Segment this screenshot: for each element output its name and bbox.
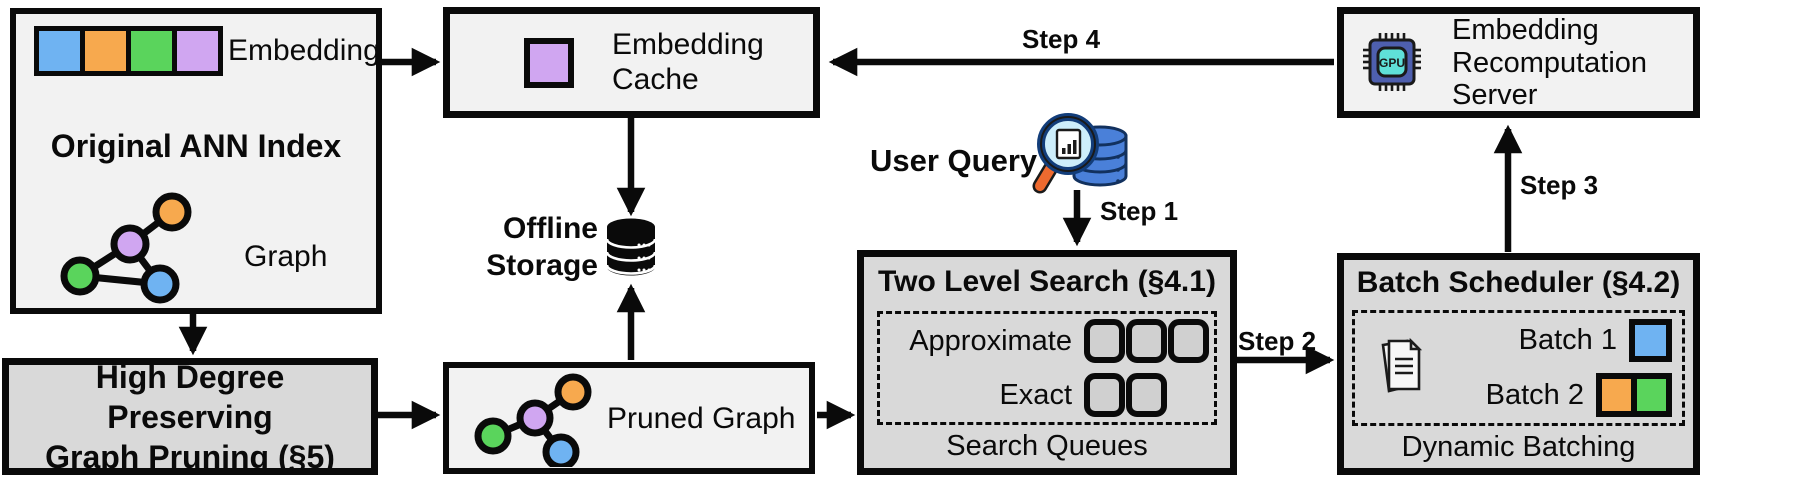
search-queues-caption: Search Queues (946, 430, 1148, 462)
step-4-label: Step 4 (1022, 24, 1101, 54)
queue-slot (1084, 373, 1125, 417)
graph-pruning-title-line1: High Degree Preserving (95, 358, 285, 435)
queue-slot (1126, 319, 1167, 363)
cached-embedding-icon (524, 38, 574, 88)
query-magnifier-icon (1032, 113, 1128, 194)
original-ann-index-box: Embedding Original ANN Index Graph (10, 8, 382, 314)
search-queues-panel: Approximate Exact (877, 311, 1217, 425)
queue-slot (1168, 319, 1209, 363)
batch2-label: Batch 2 (1485, 378, 1584, 411)
two-level-search-title: Two Level Search (§4.1) (878, 265, 1216, 298)
batch-scheduler-box: Batch Scheduler (§4.2) Batch 1 (1337, 253, 1700, 475)
exact-queue-slots (1084, 373, 1214, 417)
batch-scheduler-title: Batch Scheduler (§4.2) (1356, 266, 1681, 299)
graph-pruning-title-line2: Graph Pruning (§5) (45, 438, 335, 475)
embedding-cache-label-line2: Cache (612, 63, 699, 96)
approximate-queue-slots (1084, 319, 1214, 363)
pruned-graph-icon (474, 373, 592, 467)
two-level-search-box: Two Level Search (§4.1) Approximate Exac… (857, 250, 1237, 475)
graph-label: Graph (244, 240, 328, 273)
step-2-label: Step 2 (1238, 326, 1317, 356)
original-ann-index-title: Original ANN Index (50, 128, 342, 164)
user-query-label: User Query (870, 143, 1038, 178)
queue-slot (1084, 319, 1125, 363)
dynamic-batching-caption: Dynamic Batching (1401, 431, 1636, 463)
embedding-cache-box: Embedding Cache (443, 7, 820, 118)
batch1-blue-square (1629, 318, 1672, 362)
batch2-green-square (1631, 373, 1672, 418)
embedding-cell-green (126, 31, 172, 71)
graph-pruning-box: High Degree Preserving Graph Pruning (§5… (2, 358, 378, 475)
embedding-cell-orange (80, 31, 126, 71)
server-label-line2: Recomputation (1452, 46, 1648, 79)
graph-icon (60, 192, 192, 304)
documents-icon (1381, 337, 1423, 393)
recomputation-server-box: GPU Embedding Recomputation Server (1337, 7, 1700, 118)
batch1-label: Batch 1 (1518, 323, 1617, 356)
exact-queue-label: Exact (999, 378, 1072, 411)
approximate-queue-label: Approximate (909, 324, 1072, 357)
gpu-chip-label: GPU (1379, 56, 1405, 70)
embedding-vector-icon (34, 26, 223, 76)
server-label-line1: Embedding (1452, 14, 1599, 46)
step-1-label: Step 1 (1100, 196, 1179, 226)
pruned-graph-label: Pruned Graph (607, 402, 796, 435)
database-storage-icon (605, 218, 657, 276)
step-3-label: Step 3 (1520, 170, 1599, 200)
embedding-cell-purple (172, 31, 218, 71)
server-label-line3: Server (1452, 79, 1538, 111)
offline-storage-label-line2: Storage (486, 249, 598, 282)
embedding-cache-label-line1: Embedding (612, 28, 764, 61)
embedding-label: Embedding (228, 34, 380, 67)
offline-storage-label-line1: Offline (503, 212, 598, 245)
pruned-graph-box: Pruned Graph (443, 362, 815, 474)
dynamic-batching-panel: Batch 1 Batch 2 (1352, 310, 1685, 426)
gpu-chip-icon: GPU (1363, 33, 1421, 91)
queue-slot (1126, 373, 1167, 417)
embedding-cell-blue (39, 31, 80, 71)
